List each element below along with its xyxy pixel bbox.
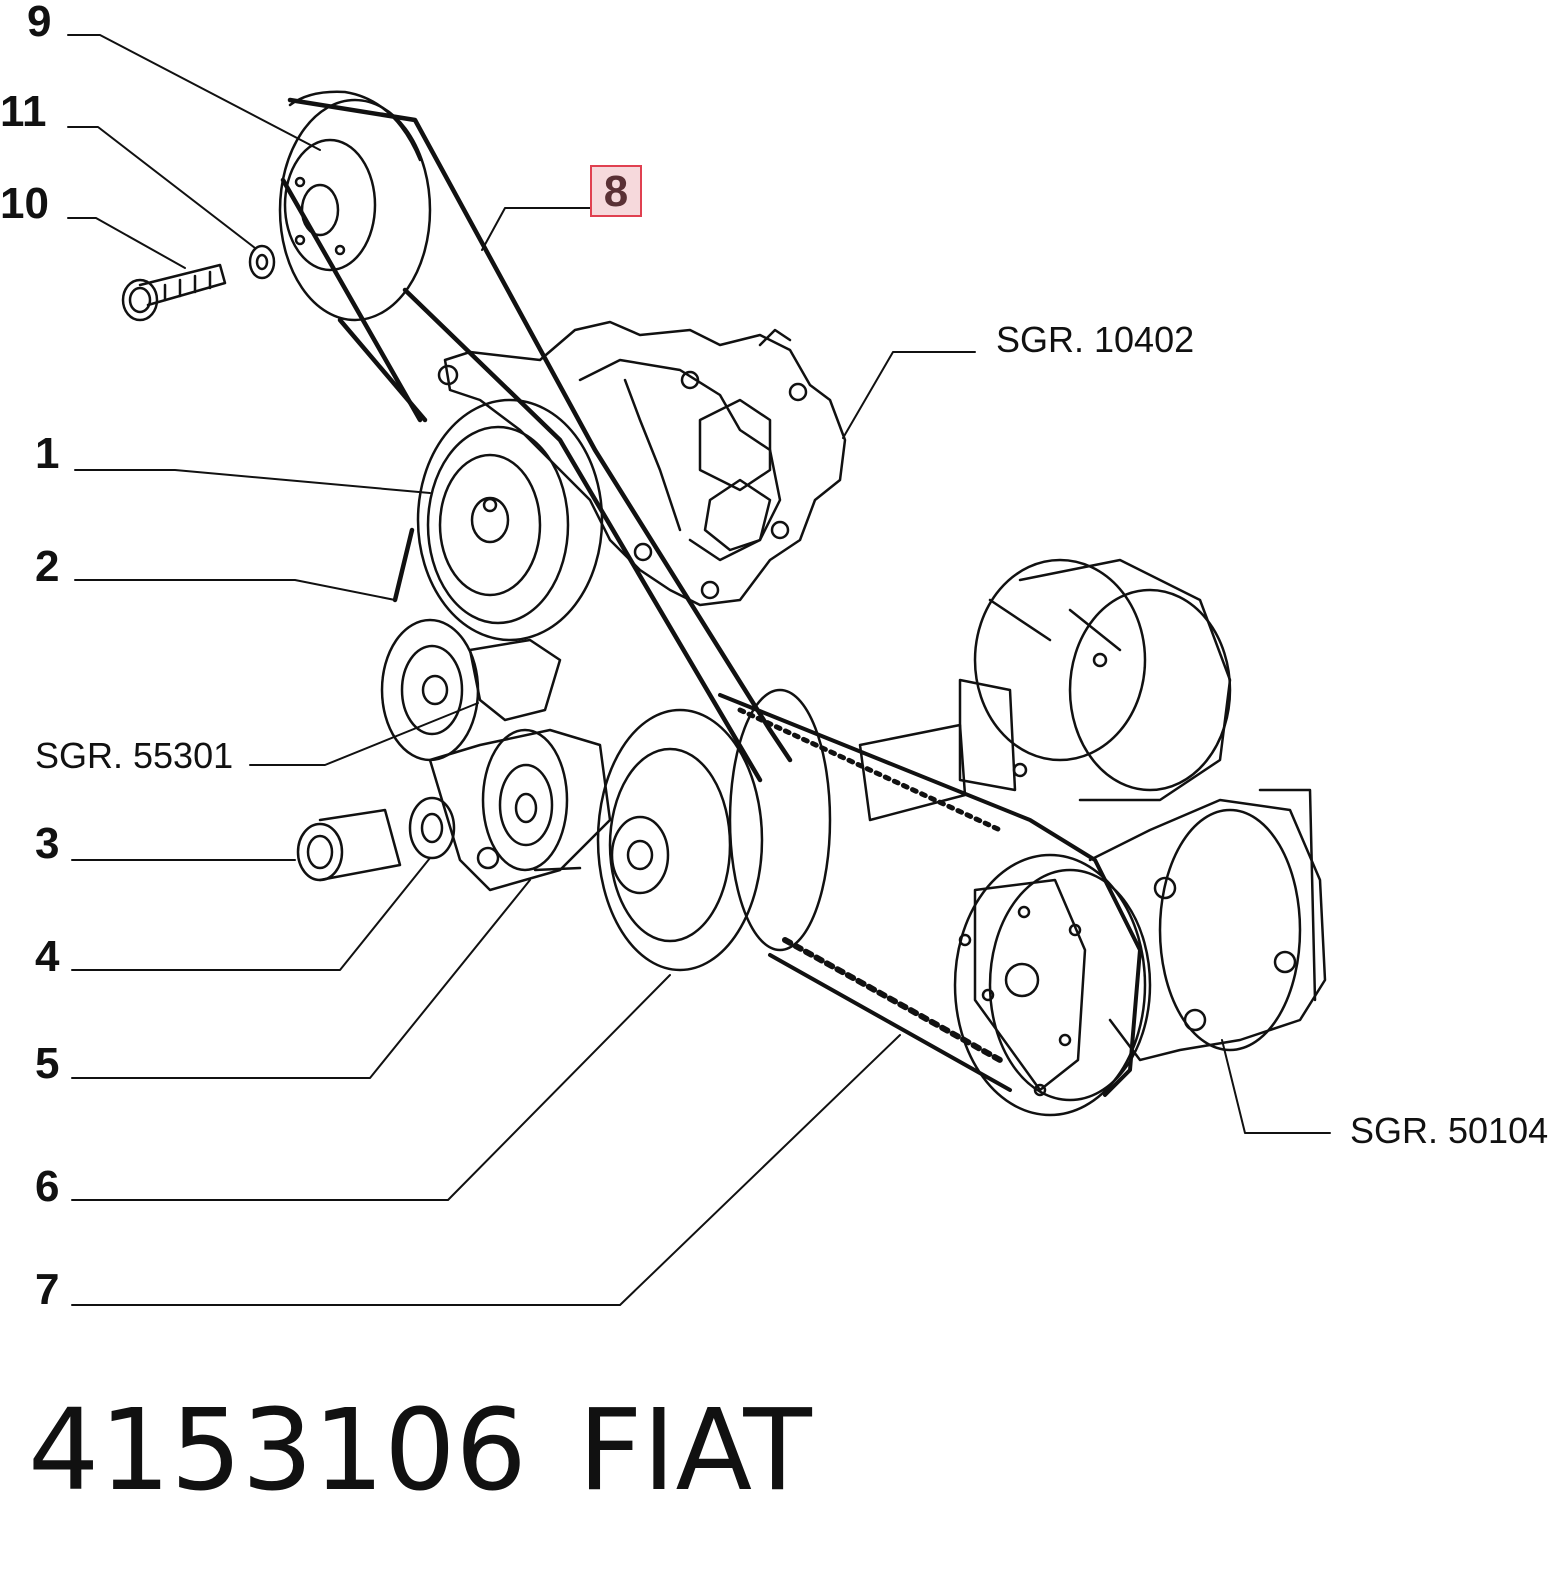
callout-9: 9 [27, 0, 52, 46]
callout-3: 3 [35, 819, 60, 868]
belt-8 [280, 97, 793, 783]
compressor-pulley [953, 853, 1152, 1117]
water-pump-housing [437, 320, 847, 607]
callout-7: 7 [35, 1265, 60, 1314]
washer-11 [248, 244, 276, 280]
crankshaft [858, 558, 1232, 822]
part-number: 4153106 [28, 1386, 527, 1516]
washer-4 [408, 796, 456, 860]
pulley-9 [278, 90, 432, 322]
pulley-1 [416, 398, 604, 642]
callout-11: 11 [0, 87, 47, 136]
reference-sgr-55301: SGR. 55301 [35, 735, 234, 776]
leader-lines [67, 34, 1331, 1306]
brand-name: FIAT [578, 1386, 812, 1516]
crank-pulley-6 [596, 688, 832, 972]
ac-compressor [1088, 788, 1327, 1062]
callout-1: 1 [35, 429, 60, 478]
callout-5: 5 [35, 1039, 60, 1088]
spacer-3 [296, 808, 402, 882]
callout-2: 2 [35, 542, 60, 591]
reference-sgr-10402: SGR. 10402 [996, 319, 1195, 360]
bolt-10 [121, 263, 227, 322]
belt-7 [718, 693, 1142, 1097]
idler-pulley-5 [481, 728, 582, 872]
tensioner-pulley [380, 618, 480, 762]
callout-10: 10 [0, 179, 49, 228]
callout-4: 4 [35, 932, 60, 981]
callout-6: 6 [35, 1162, 60, 1211]
callout-8-highlighted[interactable]: 8 [590, 165, 642, 217]
reference-sgr-50104: SGR. 50104 [1350, 1110, 1549, 1151]
